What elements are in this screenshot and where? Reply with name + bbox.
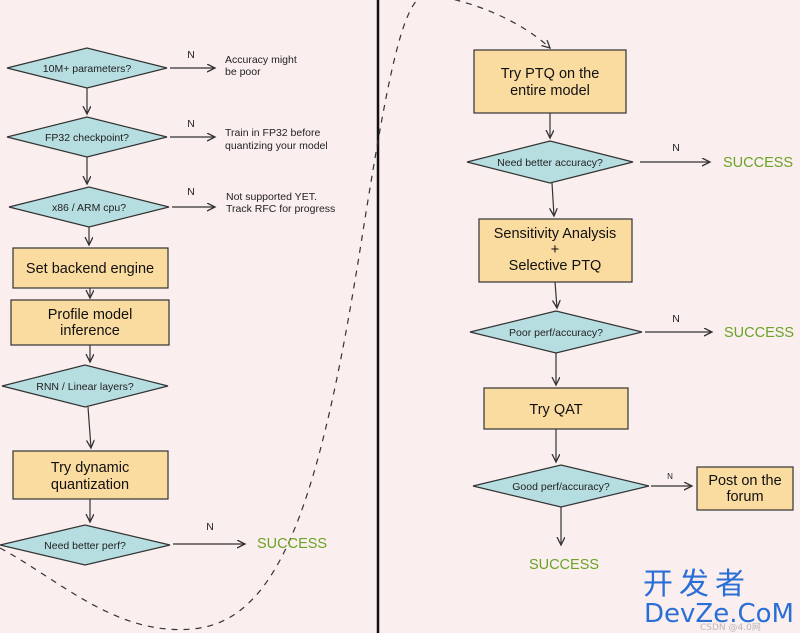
- process-label: Post on the: [708, 473, 781, 489]
- dashed-connector-arrow: [0, 0, 550, 631]
- decision-label: RNN / Linear layers?: [36, 381, 134, 393]
- process-label: entire model: [510, 83, 590, 99]
- decision-rnn-linear-layers: RNN / Linear layers?: [1, 364, 169, 408]
- process-label: Try dynamic: [51, 460, 129, 476]
- process-label: Try PTQ on the: [501, 66, 600, 82]
- process-label: quantization: [51, 477, 129, 493]
- decision-label: Poor perf/accuracy?: [509, 327, 603, 339]
- process-try-qat: Try QAT: [483, 387, 629, 430]
- process-label: Sensitivity Analysis: [494, 226, 617, 242]
- process-sensitivity-analysis: Sensitivity Analysis + Selective PTQ: [478, 218, 633, 283]
- flow-arrow: [555, 281, 557, 308]
- success-label: SUCCESS: [723, 155, 793, 171]
- decision-poor-perf-accuracy: Poor perf/accuracy?: [469, 310, 643, 354]
- decision-label: Need better perf?: [44, 540, 126, 552]
- process-label: Selective PTQ: [509, 258, 602, 274]
- no-label: N: [672, 313, 680, 325]
- note-line: Train in FP32 before: [225, 127, 320, 139]
- watermark-line: DevZe.CoM: [644, 599, 794, 629]
- note-line: Track RFC for progress: [226, 203, 335, 215]
- no-label: N: [206, 521, 214, 533]
- success-label: SUCCESS: [257, 536, 327, 552]
- watermark-line: CSDN @4.0网: [700, 622, 761, 633]
- no-label: N: [667, 472, 673, 481]
- process-label: Try QAT: [529, 402, 582, 418]
- process-set-backend-engine: Set backend engine: [12, 247, 169, 289]
- watermark-line: 开发者: [643, 567, 751, 602]
- process-try-dynamic-quantization: Try dynamic quantization: [12, 450, 169, 500]
- process-label: Profile model: [48, 307, 133, 323]
- decision-need-better-perf: Need better perf?: [0, 524, 171, 566]
- no-label: N: [187, 118, 195, 130]
- decision-good-perf-accuracy: Good perf/accuracy?: [472, 464, 650, 508]
- note-line: Accuracy might: [225, 54, 297, 66]
- decision-need-better-accuracy: Need better accuracy?: [466, 140, 634, 184]
- process-label: +: [551, 242, 559, 258]
- decision-label: x86 / ARM cpu?: [52, 202, 126, 214]
- no-label: N: [187, 49, 195, 61]
- process-label: Set backend engine: [26, 261, 154, 277]
- success-label: SUCCESS: [529, 557, 599, 573]
- decision-label: 10M+ parameters?: [43, 63, 132, 75]
- decision-fp32-checkpoint: FP32 checkpoint?: [6, 116, 168, 158]
- process-post-on-forum: Post on the forum: [696, 466, 794, 511]
- flow-arrow: [552, 182, 554, 216]
- decision-label: Good perf/accuracy?: [512, 481, 610, 493]
- process-label: forum: [726, 489, 763, 505]
- no-label: N: [672, 142, 680, 154]
- note-line: be poor: [225, 66, 261, 78]
- decision-x86-arm-cpu: x86 / ARM cpu?: [8, 186, 170, 228]
- process-try-ptq-entire-model: Try PTQ on the entire model: [473, 49, 627, 114]
- no-label: N: [187, 186, 195, 198]
- decision-label: Need better accuracy?: [497, 157, 603, 169]
- watermark: 开发者 DevZe.CoM CSDN @4.0网: [643, 567, 794, 633]
- process-profile-model-inference: Profile model inference: [10, 299, 170, 346]
- process-label: inference: [60, 323, 120, 339]
- decision-10m-parameters: 10M+ parameters?: [6, 47, 168, 89]
- decision-label: FP32 checkpoint?: [45, 132, 129, 144]
- flow-arrow: [88, 406, 91, 448]
- note-line: Not supported YET.: [226, 191, 317, 203]
- success-label: SUCCESS: [724, 325, 794, 341]
- note-line: quantizing your model: [225, 140, 328, 152]
